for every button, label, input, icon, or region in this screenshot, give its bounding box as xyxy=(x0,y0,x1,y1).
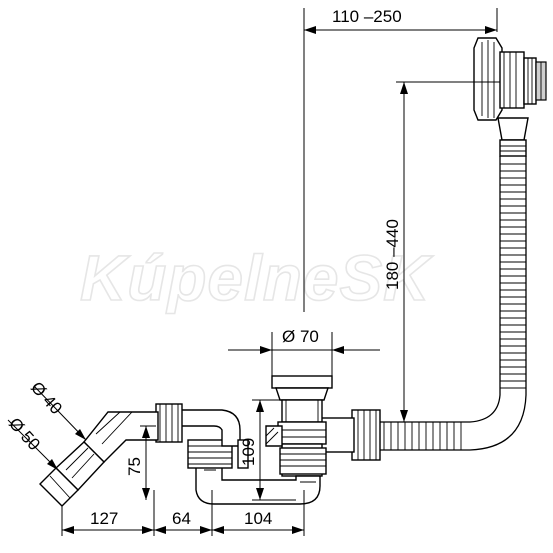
dimension-d40: Ø 40 xyxy=(27,378,87,441)
label-64: 64 xyxy=(172,509,191,528)
drain-pipe xyxy=(39,411,159,507)
dimension-height-109: 109 xyxy=(239,399,296,501)
dimension-outlet-diameter: Ø 70 xyxy=(228,327,380,376)
label-75: 75 xyxy=(125,457,144,476)
elbow-fitting xyxy=(155,403,249,469)
connector-pipe xyxy=(317,409,381,461)
label-d50: Ø 50 xyxy=(5,414,44,454)
dimension-d50: Ø 50 xyxy=(5,414,59,471)
dimension-vertical-height: 180 –440 xyxy=(383,81,500,422)
watermark-logo: KúpelneSK xyxy=(80,242,434,314)
label-110-250: 110 –250 xyxy=(332,7,402,26)
label-109: 109 xyxy=(239,438,258,466)
label-104: 104 xyxy=(244,509,272,528)
label-d40: Ø 40 xyxy=(27,378,66,418)
flexible-hose xyxy=(380,156,527,451)
label-127: 127 xyxy=(90,509,118,528)
overflow-head xyxy=(473,37,547,157)
label-180-440: 180 –440 xyxy=(383,219,402,290)
dimension-top-width: 110 –250 xyxy=(303,7,498,312)
label-d70: Ø 70 xyxy=(282,327,319,346)
dimension-height-75: 75 xyxy=(125,425,156,500)
dimension-bottom-row: 127 64 104 xyxy=(61,490,305,536)
